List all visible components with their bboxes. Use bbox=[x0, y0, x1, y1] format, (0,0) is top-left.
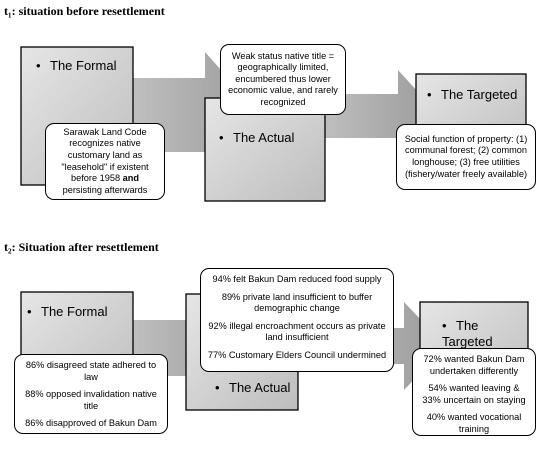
actual-card: Weak status native title = geographicall… bbox=[220, 44, 346, 115]
panel-heading: t₁: situation before resettlement bbox=[4, 4, 165, 18]
formal-stat-3: 86% disapproved of Bakun Dam bbox=[25, 418, 157, 429]
actual-stat-3: 92% illegal encroachment occurs as priva… bbox=[208, 320, 386, 343]
targeted-stat-2: 54% wanted leaving & 33% uncertain on st… bbox=[422, 383, 526, 405]
formal-stat-2: 88% opposed invalidation native title bbox=[25, 389, 157, 411]
formal-card: Sarawak Land Code recognizes native cust… bbox=[45, 123, 165, 200]
formal-title: •The Formal bbox=[27, 304, 108, 319]
actual-card: 94% felt Bakun Dam reduced food supply 8… bbox=[200, 268, 394, 372]
actual-title: •The Actual bbox=[215, 380, 291, 395]
panel-before-resettlement: t₁: situation before resettlement •The F… bbox=[0, 0, 550, 226]
actual-stat-2: 89% private land insufficient to buffer … bbox=[221, 291, 373, 314]
panel-heading: t₂: Situation after resettlement bbox=[4, 240, 159, 254]
formal-title: •The Formal bbox=[36, 58, 117, 73]
actual-title: •The Actual bbox=[219, 130, 295, 145]
actual-stat-4: 77% Customary Elders Council undermined bbox=[207, 349, 387, 360]
targeted-title: •The Targeted bbox=[427, 87, 518, 102]
actual-stat-1: 94% felt Bakun Dam reduced food supply bbox=[212, 274, 382, 284]
targeted-card: Social function of property: (1) communa… bbox=[396, 124, 536, 190]
formal-stat-1: 86% disagreed state adhered to law bbox=[25, 360, 157, 382]
formal-card: 86% disagreed state adhered to law 88% o… bbox=[14, 354, 168, 434]
targeted-stat-1: 72% wanted Bakun Dam undertaken differen… bbox=[423, 354, 525, 376]
targeted-card: 72% wanted Bakun Dam undertaken differen… bbox=[412, 348, 536, 436]
panel-after-resettlement: t₂: Situation after resettlement •The Fo… bbox=[0, 236, 550, 462]
targeted-stat-3: 40% wanted vocational training bbox=[426, 412, 522, 434]
targeted-title: •The Targeted bbox=[442, 318, 493, 350]
